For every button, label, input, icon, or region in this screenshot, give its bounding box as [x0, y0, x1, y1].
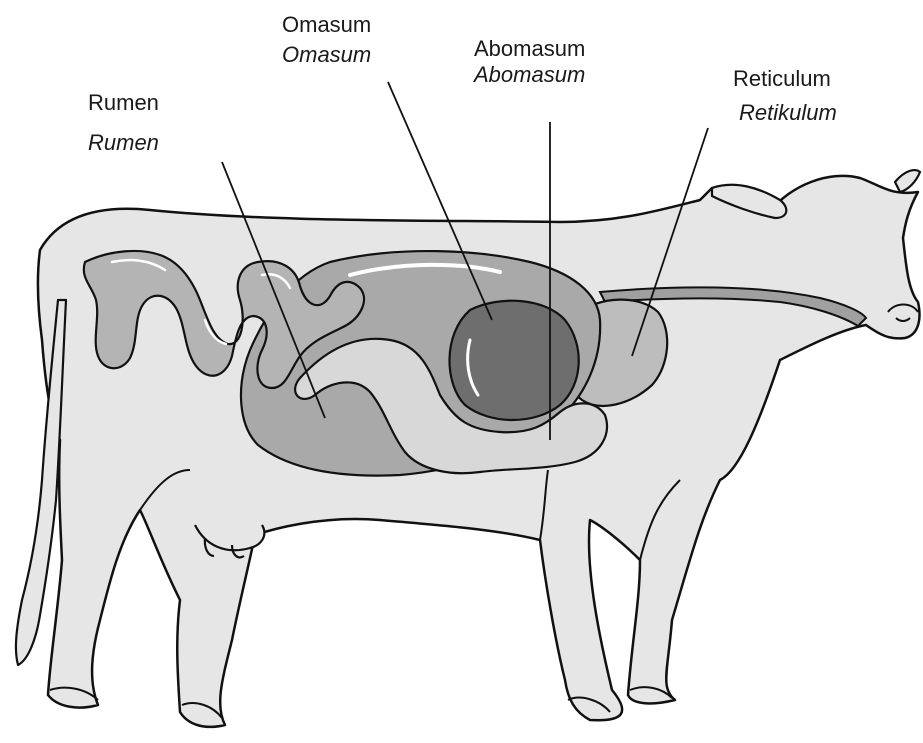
label-abomasum: Abomasum Abomasum — [474, 36, 585, 88]
label-rumen-translation: Rumen — [88, 130, 159, 156]
label-abomasum-name: Abomasum — [474, 36, 585, 62]
label-omasum-translation: Omasum — [282, 42, 371, 68]
label-reticulum-name: Reticulum — [733, 66, 837, 92]
label-omasum: Omasum Omasum — [282, 12, 371, 68]
label-reticulum-translation: Retikulum — [739, 100, 837, 126]
cow-horn — [895, 170, 920, 192]
label-abomasum-translation: Abomasum — [474, 62, 585, 88]
label-omasum-name: Omasum — [282, 12, 371, 38]
label-rumen-name: Rumen — [88, 90, 159, 116]
label-rumen: Rumen Rumen — [88, 90, 159, 156]
label-reticulum: Reticulum Retikulum — [733, 66, 837, 126]
